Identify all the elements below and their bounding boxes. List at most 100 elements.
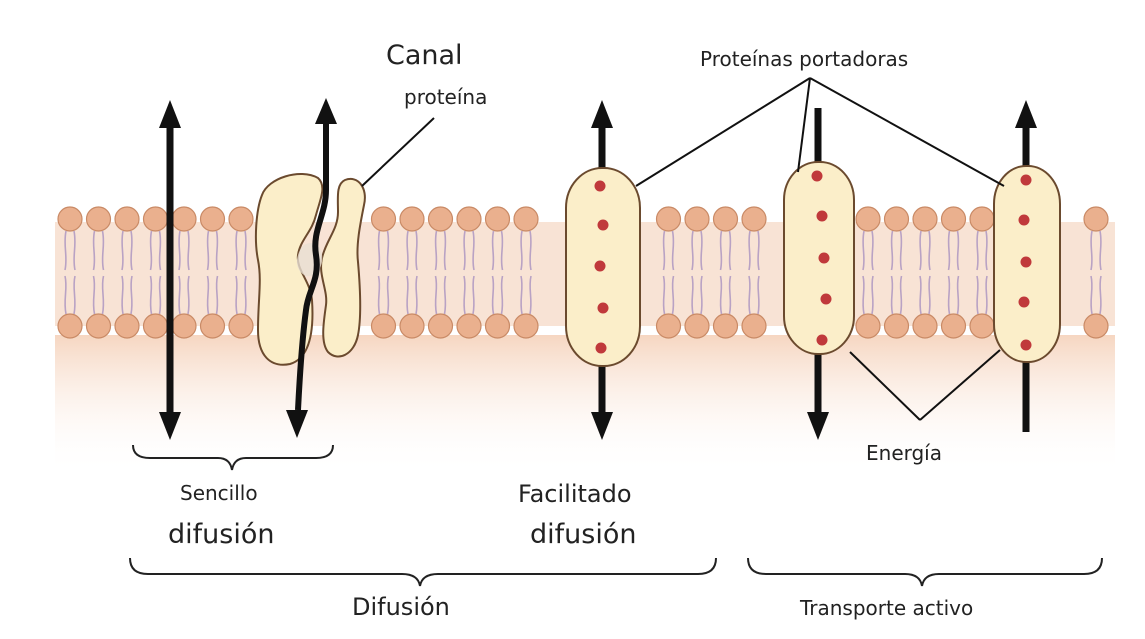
lipid-tail <box>502 276 503 314</box>
lipid-tail <box>758 276 759 314</box>
lipid-tail <box>217 276 218 314</box>
lipid-head <box>856 314 880 338</box>
lipid-tail <box>245 231 246 270</box>
lipid-tail <box>407 231 408 270</box>
lipid-tail <box>473 276 474 314</box>
lipid-head <box>885 207 909 231</box>
lipid-tail <box>464 231 465 270</box>
lipid-tail <box>721 231 722 270</box>
lipid-tail <box>131 276 132 314</box>
lipid-tail <box>151 276 152 314</box>
lipid-head <box>144 207 168 231</box>
lipid-tail <box>103 231 104 270</box>
lipid-tail <box>151 231 152 270</box>
lipid-head <box>372 314 396 338</box>
difusion-simple-label: difusión <box>168 519 274 550</box>
lipid-tail <box>493 276 494 314</box>
lipid-head <box>1084 207 1108 231</box>
lipid-tail <box>664 231 665 270</box>
lipid-tail <box>977 276 978 314</box>
lipid-tail <box>673 231 674 270</box>
lipid-head <box>514 314 538 338</box>
lipid-head <box>856 207 880 231</box>
lipid-head <box>115 314 139 338</box>
lipid-tail <box>692 276 693 314</box>
lipid-tail <box>872 231 873 270</box>
lipid-tail <box>1091 276 1092 314</box>
lipid-tail <box>863 231 864 270</box>
lipid-tail <box>502 231 503 270</box>
lipid-tail <box>188 231 189 270</box>
lipid-tail <box>530 276 531 314</box>
lipid-tail <box>436 276 437 314</box>
lipid-tail <box>94 231 95 270</box>
lipid-tail <box>986 276 987 314</box>
lipid-tail <box>949 231 950 270</box>
lipid-tail <box>530 231 531 270</box>
lipid-head <box>115 207 139 231</box>
lipid-head <box>657 314 681 338</box>
lipid-tail <box>901 231 902 270</box>
lipid-tail <box>920 231 921 270</box>
canal-label: Canal <box>386 40 463 71</box>
lipid-tail <box>464 276 465 314</box>
lipid-head <box>172 314 196 338</box>
lipid-head <box>970 314 994 338</box>
lipid-tail <box>445 231 446 270</box>
lipid-tail <box>103 276 104 314</box>
lipid-head <box>1084 314 1108 338</box>
lipid-tail <box>901 276 902 314</box>
lipid-tail <box>160 276 161 314</box>
lipid-tail <box>872 276 873 314</box>
lipid-tail <box>977 231 978 270</box>
lipid-head <box>885 314 909 338</box>
lipid-head <box>685 314 709 338</box>
lipid-head <box>742 314 766 338</box>
lipid-tail <box>388 231 389 270</box>
lipid-head <box>970 207 994 231</box>
carrier-protein-active-2 <box>994 166 1060 362</box>
lipid-tail <box>730 276 731 314</box>
lipid-tail <box>179 231 180 270</box>
lipid-tail <box>94 276 95 314</box>
lipid-head <box>714 314 738 338</box>
difusion-facilitada-label: difusión <box>530 519 636 550</box>
lipid-tail <box>986 231 987 270</box>
lipid-tail <box>122 231 123 270</box>
lipid-tail <box>673 276 674 314</box>
lipid-tail <box>74 231 75 270</box>
lipid-tail <box>65 276 66 314</box>
lipid-tail <box>179 276 180 314</box>
lipid-head <box>913 207 937 231</box>
lipid-head <box>372 207 396 231</box>
lipid-head <box>229 207 253 231</box>
channel-protein <box>256 174 365 365</box>
lipid-head <box>486 314 510 338</box>
lipid-head <box>457 207 481 231</box>
lipid-tail <box>236 276 237 314</box>
lipid-head <box>58 207 82 231</box>
lipid-tail <box>949 276 950 314</box>
facilitado-label: Facilitado <box>518 480 632 508</box>
lipid-tail <box>958 276 959 314</box>
lipid-tail <box>217 231 218 270</box>
sencillo-label: Sencillo <box>180 481 258 505</box>
lipid-head <box>742 207 766 231</box>
lipid-tail <box>379 231 380 270</box>
lipid-head <box>229 314 253 338</box>
lipid-tail <box>721 276 722 314</box>
lipid-head <box>172 207 196 231</box>
lipid-tail <box>892 231 893 270</box>
lipid-head <box>942 207 966 231</box>
lipid-head <box>685 207 709 231</box>
lipid-tail <box>863 276 864 314</box>
lipid-tail <box>929 231 930 270</box>
lipid-head <box>400 207 424 231</box>
lipid-head <box>913 314 937 338</box>
lipid-tail <box>74 276 75 314</box>
lipid-tail <box>416 276 417 314</box>
lipid-tail <box>749 231 750 270</box>
lipid-tail <box>160 231 161 270</box>
lipid-head <box>429 207 453 231</box>
